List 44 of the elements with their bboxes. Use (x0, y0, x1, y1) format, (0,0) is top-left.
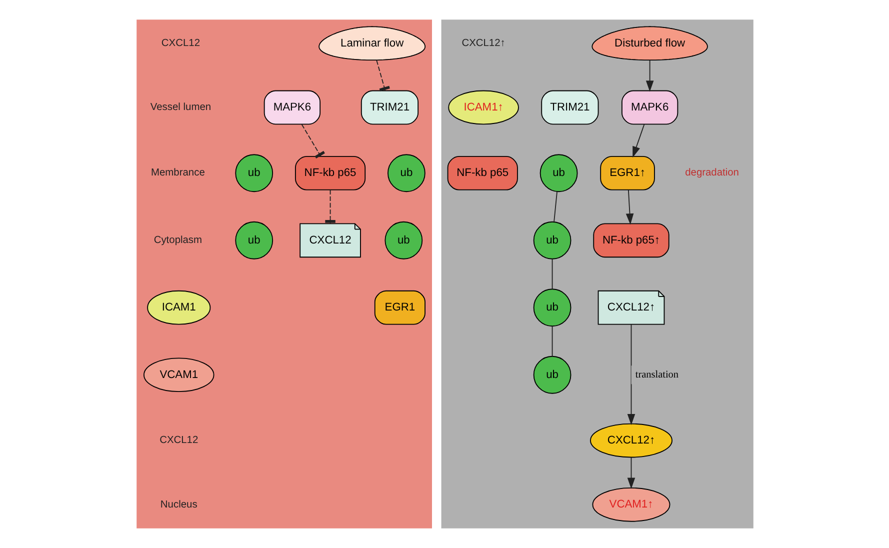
label: CXCL12 (159, 435, 198, 446)
connector (551, 326, 552, 357)
node-ellipse: Laminar flow (318, 26, 426, 61)
node-ellipse: ICAM1 (146, 290, 210, 325)
node-ellipse: Disturbed flow (591, 26, 708, 61)
node-circle: ub (532, 221, 571, 260)
arrow (625, 189, 634, 225)
label: degradation (684, 168, 739, 179)
node-box: NF-kb p65 (446, 156, 518, 190)
node-box: NF-kb p65 (294, 156, 366, 190)
connector (553, 191, 557, 222)
label: CXCL12 (160, 38, 200, 49)
node-box: EGR1↑ (600, 156, 654, 190)
node-ellipse: VCAM1 (142, 358, 214, 392)
arrow (645, 60, 654, 92)
connector (551, 258, 552, 290)
node-box: TRIM21 (540, 90, 598, 125)
connector (300, 124, 324, 159)
label: Cytoplasm (153, 234, 202, 246)
node-box: EGR1 (374, 290, 425, 325)
node-box: MAPK6 (620, 90, 678, 125)
label: Vessel lumen (150, 102, 211, 114)
node-circle: ub (234, 221, 273, 260)
node-ellipse: CXCL12↑ (590, 423, 672, 458)
arrow (632, 124, 644, 158)
arrow (626, 457, 635, 489)
node-ellipse: VCAM1↑ (592, 487, 670, 522)
node-ellipse: ICAM1↑ (448, 90, 518, 125)
node-circle: ub (387, 154, 425, 192)
label: CXCL12↑ (461, 38, 505, 49)
node-circle: ub (234, 154, 273, 192)
cluster (440, 18, 754, 530)
node-circle: ub (539, 154, 578, 192)
label: Nucleus (160, 499, 197, 510)
node-box: NF-kb p65↑ (592, 223, 669, 258)
node-circle: ub (532, 288, 571, 327)
edge-label: translation (634, 369, 678, 380)
node-circle: ub (532, 356, 571, 394)
label: Membrance (150, 168, 204, 179)
node-box: MAPK6 (263, 90, 320, 125)
node-box: TRIM21 (360, 90, 418, 125)
cluster (135, 18, 432, 530)
node-circle: ub (384, 221, 422, 260)
connector (376, 60, 390, 92)
